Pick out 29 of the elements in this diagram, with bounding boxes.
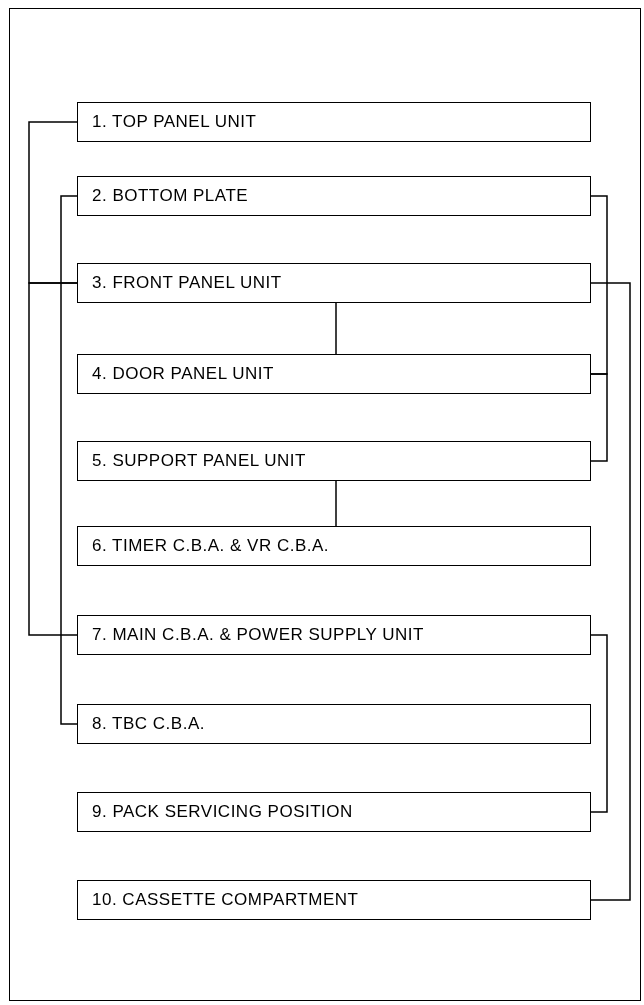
connector-line: [60, 195, 78, 725]
connector-line: [28, 282, 78, 636]
item-label: 9. PACK SERVICING POSITION: [92, 801, 353, 824]
item-label: 3. FRONT PANEL UNIT: [92, 272, 282, 295]
item-label: 2. BOTTOM PLATE: [92, 185, 249, 208]
connector-line: [590, 634, 608, 813]
item-label: 8. TBC C.B.A.: [92, 713, 205, 736]
item-label: 5. SUPPORT PANEL UNIT: [92, 450, 306, 473]
item-box: [77, 102, 591, 142]
item-box: [77, 441, 591, 481]
item-box: [77, 792, 591, 832]
item-label: 6. TIMER C.B.A. & VR C.B.A.: [92, 535, 330, 558]
connector-line: [590, 195, 608, 375]
item-label: 7. MAIN C.B.A. & POWER SUPPLY UNIT: [92, 624, 424, 647]
item-box: [77, 176, 591, 216]
item-label: 1. TOP PANEL UNIT: [92, 111, 257, 134]
connector-line: [335, 302, 337, 355]
item-label: 4. DOOR PANEL UNIT: [92, 363, 274, 386]
connector-line: [590, 373, 608, 462]
item-box: [77, 615, 591, 655]
item-box: [77, 880, 591, 920]
connector-line: [28, 121, 78, 284]
connector-line: [590, 282, 631, 901]
item-box: [77, 263, 591, 303]
connector-line: [335, 480, 337, 527]
item-box: [77, 704, 591, 744]
item-box: [77, 354, 591, 394]
item-box: [77, 526, 591, 566]
item-label: 10. CASSETTE COMPARTMENT: [92, 889, 359, 912]
